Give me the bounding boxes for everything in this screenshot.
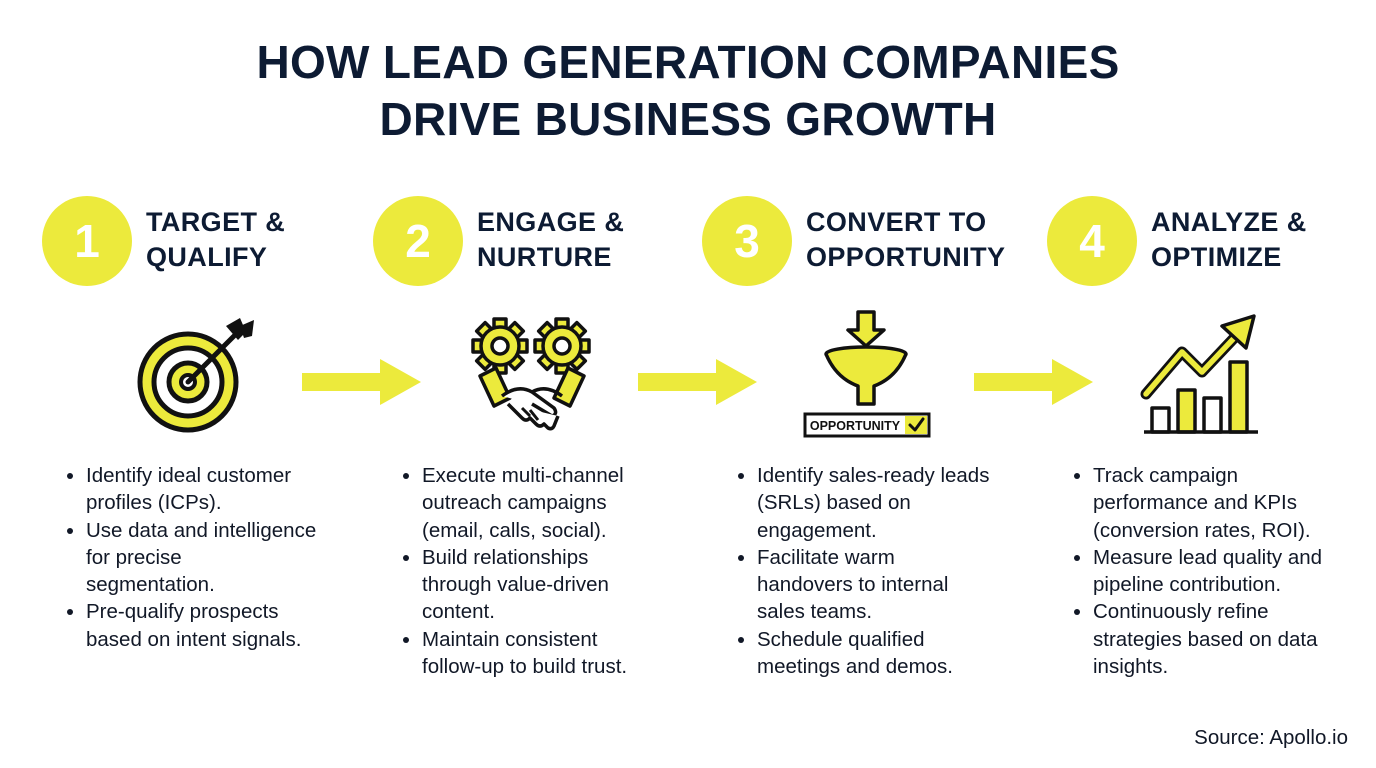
bullet-item: Track campaign performance and KPIs (con… [1071, 462, 1356, 544]
step-2-title: ENGAGE & NURTURE [477, 205, 737, 275]
bullet-line: performance and KPIs [1093, 491, 1297, 515]
step-4-title-line-1: ANALYZE & [1151, 207, 1307, 237]
step-1-title-line-1: TARGET & [146, 207, 286, 237]
step-2-number-badge: 2 [373, 196, 463, 286]
step-1-number-badge: 1 [42, 196, 132, 286]
bullet-item: Use data and intelligence for precise se… [64, 517, 349, 599]
bullet-item: Continuously refine strategies based on … [1071, 598, 1356, 680]
bullet-item: Identify ideal customer profiles (ICPs). [64, 462, 349, 517]
step-1-title: TARGET & QUALIFY [146, 205, 406, 275]
bullet-line: Build relationships [422, 545, 589, 569]
bullet-line: engagement. [757, 518, 877, 542]
bullet-line: Pre-qualify prospects [86, 600, 279, 624]
bullet-line: handovers to internal [757, 573, 949, 597]
step-2-title-line-1: ENGAGE & [477, 207, 625, 237]
bullet-line: Schedule qualified [757, 627, 925, 651]
bullet-item: Facilitate warm handovers to internal sa… [735, 544, 1020, 626]
bullet-line: follow-up to build trust. [422, 655, 628, 679]
arrow-right-icon [974, 359, 1093, 405]
step-3-number-badge: 3 [702, 196, 792, 286]
bullet-line: (SRLs) based on [757, 491, 911, 515]
bullet-line: for precise [86, 545, 182, 569]
step-4-number-badge: 4 [1047, 196, 1137, 286]
target-icon [137, 318, 254, 433]
bullet-line: Use data and intelligence [86, 518, 317, 542]
bullet-item: Maintain consistent follow-up to build t… [400, 626, 685, 681]
bullet-line: strategies based on data [1093, 627, 1318, 651]
step-2-title-line-2: NURTURE [477, 242, 612, 272]
bullet-line: (conversion rates, ROI). [1093, 518, 1311, 542]
bullet-line: outreach campaigns [422, 491, 607, 515]
step-1-bullets: Identify ideal customer profiles (ICPs).… [64, 462, 349, 653]
step-4-title-line-2: OPTIMIZE [1151, 242, 1282, 272]
step-3-title-line-1: CONVERT TO [806, 207, 987, 237]
bullet-line: profiles (ICPs). [86, 491, 222, 515]
bullet-line: based on intent signals. [86, 627, 302, 651]
bullet-item: Execute multi-channel outreach campaigns… [400, 462, 685, 544]
bullet-line: Identify sales-ready leads [757, 464, 990, 487]
bullet-line: content. [422, 600, 495, 624]
bullet-line: Execute multi-channel [422, 464, 624, 487]
bullet-item: Pre-qualify prospects based on intent si… [64, 598, 349, 653]
gears-handshake-icon [471, 317, 591, 431]
bullet-line: pipeline contribution. [1093, 573, 1282, 597]
bullet-line: Maintain consistent [422, 627, 598, 651]
step-4-title: ANALYZE & OPTIMIZE [1151, 205, 1376, 275]
title-line-1: HOW LEAD GENERATION COMPANIES [256, 36, 1120, 88]
bullet-line: meetings and demos. [757, 655, 954, 679]
source-credit: Source: Apollo.io [1194, 726, 1348, 749]
arrow-right-icon [302, 359, 421, 405]
bullet-item: Build relationships through value-driven… [400, 544, 685, 626]
bullet-line: Identify ideal customer [86, 464, 292, 487]
arrow-right-icon [638, 359, 757, 405]
growth-chart-icon [1140, 314, 1258, 434]
title-line-2: DRIVE BUSINESS GROWTH [379, 93, 997, 145]
bullet-line: through value-driven [422, 573, 609, 597]
bullet-line: segmentation. [86, 573, 215, 597]
bullet-line: Measure lead quality and [1093, 545, 1323, 569]
bullet-line: sales teams. [757, 600, 873, 624]
step-4-bullets: Track campaign performance and KPIs (con… [1071, 462, 1356, 680]
bullet-item: Identify sales-ready leads (SRLs) based … [735, 462, 1020, 544]
bullet-line: Track campaign [1093, 464, 1239, 487]
page-title: HOW LEAD GENERATION COMPANIES DRIVE BUSI… [0, 34, 1376, 148]
step-2-bullets: Execute multi-channel outreach campaigns… [400, 462, 685, 680]
bullet-line: insights. [1093, 655, 1169, 679]
step-3-title: CONVERT TO OPPORTUNITY [806, 205, 1066, 275]
funnel-label: OPPORTUNITY [810, 419, 901, 433]
bullet-item: Schedule qualified meetings and demos. [735, 626, 1020, 681]
step-3-title-line-2: OPPORTUNITY [806, 242, 1006, 272]
step-3-bullets: Identify sales-ready leads (SRLs) based … [735, 462, 1020, 680]
funnel-icon: OPPORTUNITY [803, 310, 931, 438]
bullet-line: (email, calls, social). [422, 518, 607, 542]
bullet-line: Continuously refine [1093, 600, 1269, 624]
step-1-title-line-2: QUALIFY [146, 242, 268, 272]
bullet-line: Facilitate warm [757, 545, 895, 569]
bullet-item: Measure lead quality and pipeline contri… [1071, 544, 1356, 599]
